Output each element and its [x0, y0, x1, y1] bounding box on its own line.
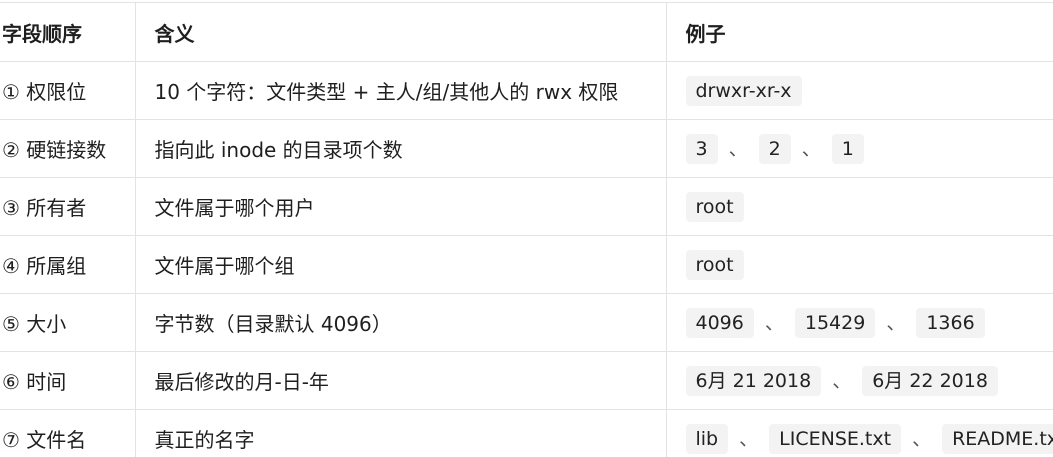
example-separator: 、: [832, 369, 852, 392]
field-name-cell: ⑥ 时间: [0, 351, 135, 410]
field-name-cell: ④ 所属组: [0, 235, 135, 294]
example-code: 6月 21 2018: [685, 365, 822, 396]
example-cell: 4096 、 15429 、 1366: [665, 293, 1053, 352]
example-separator: 、: [886, 311, 906, 334]
field-name-cell: ⑤ 大小: [0, 293, 135, 352]
example-code: 4096: [685, 307, 754, 338]
header-field-order: 字段顺序: [0, 2, 135, 62]
meaning-cell: 文件属于哪个组: [134, 235, 666, 294]
example-code: 3: [685, 133, 718, 164]
example-code: drwxr-xr-x: [685, 75, 802, 106]
example-cell: drwxr-xr-x: [665, 61, 1053, 120]
example-cell: lib 、 LICENSE.txt 、 README.txt: [665, 409, 1053, 457]
field-name-cell: ③ 所有者: [0, 177, 135, 236]
field-name-cell: ⑦ 文件名: [0, 409, 135, 457]
meaning-cell: 10 个字符：文件类型 + 主人/组/其他人的 rwx 权限: [134, 61, 666, 120]
example-separator: 、: [764, 311, 784, 334]
example-code: lib: [685, 423, 729, 454]
meaning-cell: 字节数（目录默认 4096）: [134, 293, 666, 352]
example-code: 2: [758, 133, 791, 164]
field-name-cell: ① 权限位: [0, 61, 135, 120]
example-separator: 、: [912, 427, 932, 450]
example-code: 15429: [794, 307, 876, 338]
table-header-row: 字段顺序 含义 例子: [0, 2, 1053, 62]
field-name-cell: ② 硬链接数: [0, 119, 135, 178]
example-cell: root: [665, 235, 1053, 294]
header-meaning: 含义: [134, 2, 666, 62]
example-code: 1: [831, 133, 864, 164]
meaning-cell: 最后修改的月-日-年: [134, 351, 666, 410]
example-separator: 、: [801, 137, 821, 160]
example-code: root: [685, 249, 744, 280]
example-code: LICENSE.txt: [769, 423, 902, 454]
meaning-cell: 真正的名字: [134, 409, 666, 457]
table-row: ④ 所属组文件属于哪个组 root: [0, 235, 1053, 294]
example-cell: 6月 21 2018 、 6月 22 2018: [665, 351, 1053, 410]
example-code: README.txt: [942, 423, 1053, 454]
example-cell: root: [665, 177, 1053, 236]
example-code: root: [685, 191, 744, 222]
table-row: ② 硬链接数指向此 inode 的目录项个数 3 、 2 、 1: [0, 119, 1053, 178]
example-separator: 、: [739, 427, 759, 450]
example-code: 6月 22 2018: [862, 365, 998, 396]
meaning-cell: 指向此 inode 的目录项个数: [134, 119, 666, 178]
meaning-cell: 文件属于哪个用户: [134, 177, 666, 236]
table-row: ③ 所有者文件属于哪个用户 root: [0, 177, 1053, 236]
example-code: 1366: [916, 307, 985, 338]
example-separator: 、: [728, 137, 748, 160]
example-cell: 3 、 2 、 1: [665, 119, 1053, 178]
table-row: ⑥ 时间最后修改的月-日-年 6月 21 2018 、 6月 22 2018: [0, 351, 1053, 410]
header-example: 例子: [665, 2, 1053, 62]
table-row: ⑤ 大小字节数（目录默认 4096） 4096 、 15429 、 1366: [0, 293, 1053, 352]
